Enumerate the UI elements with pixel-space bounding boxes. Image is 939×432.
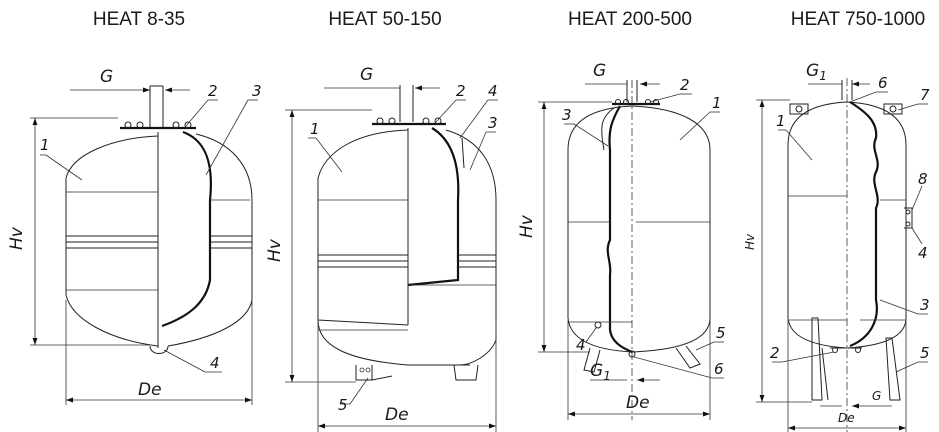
callout-3: 3 [920, 296, 930, 314]
diameter-label: De [838, 411, 855, 425]
callout-1: 1 [310, 120, 320, 138]
callout-5: 5 [920, 344, 930, 362]
membrane [849, 101, 879, 348]
drawing-heat-50-150: HEAT 50-150 G Hv [265, 9, 498, 432]
callout-1: 1 [712, 94, 722, 112]
diameter-label: De [385, 405, 409, 425]
model-title: HEAT 750-1000 [791, 9, 926, 30]
diameter-label: De [138, 380, 162, 400]
vessel-body [567, 105, 711, 353]
connection-label: G [593, 61, 606, 81]
bottom-connection-label: G1 [590, 361, 611, 383]
callout-2: 2 [456, 82, 466, 100]
connection-label: G1 [806, 61, 827, 83]
callout-2: 2 [770, 344, 780, 362]
drawing-heat-200-500: HEAT 200-500 G Hv G1 [517, 9, 726, 420]
callout-6: 6 [714, 360, 724, 378]
callout-3: 3 [252, 82, 262, 100]
callout-1: 1 [40, 136, 50, 154]
callout-7: 7 [920, 86, 930, 104]
model-title: HEAT 50-150 [328, 9, 441, 30]
membrane [407, 127, 460, 287]
callout-6: 6 [878, 74, 888, 92]
vessel-body [65, 135, 159, 347]
membrane [606, 105, 633, 353]
callout-3: 3 [562, 106, 572, 124]
callout-4: 4 [488, 82, 498, 100]
callout-3: 3 [488, 114, 498, 132]
model-title: HEAT 200-500 [568, 9, 692, 30]
height-label: Hv [7, 226, 27, 250]
callout-1: 1 [776, 112, 786, 130]
bottom-connection-label: G [872, 389, 881, 403]
model-title: HEAT 8-35 [93, 9, 185, 30]
drawing-heat-750-1000: HEAT 750-1000 G1 Hv [743, 9, 930, 432]
height-label: Hv [265, 238, 285, 262]
callout-2: 2 [208, 82, 218, 100]
callout-4: 4 [918, 244, 928, 262]
drawing-heat-8-35: HEAT 8-35 G [7, 9, 262, 405]
callout-8: 8 [918, 170, 928, 188]
connection-label: G [100, 67, 113, 87]
callout-5: 5 [338, 396, 348, 414]
connection-label: G [360, 65, 373, 85]
membrane [161, 130, 212, 328]
callout-2: 2 [680, 76, 690, 94]
callout-4: 4 [210, 354, 220, 372]
diameter-label: De [626, 393, 650, 413]
vessel-body [317, 129, 409, 326]
height-label: Hv [743, 233, 757, 250]
height-label: Hv [517, 214, 537, 238]
callout-4: 4 [576, 336, 586, 354]
callout-5: 5 [716, 324, 726, 342]
